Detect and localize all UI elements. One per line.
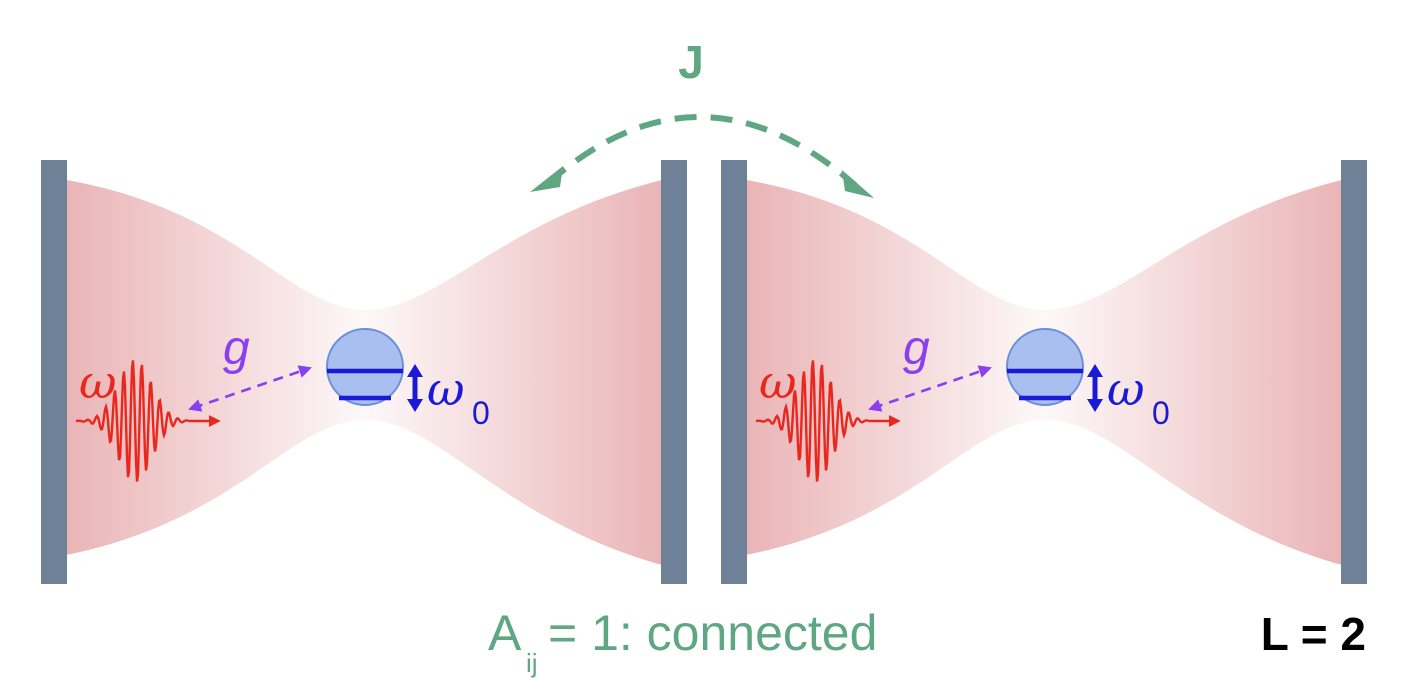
atom-transition-arrow (407, 364, 423, 412)
length-label: L = 2 (1261, 608, 1366, 660)
adjacency-subscript: ij (526, 648, 538, 678)
atom-frequency-label: ω (427, 362, 465, 416)
mirror-left (41, 160, 67, 584)
g-coupling-label: g (903, 322, 930, 375)
hopping-J: J (530, 36, 874, 198)
hopping-J-arrowhead-right (842, 170, 874, 198)
g-coupling-label: g (223, 322, 250, 375)
photon-wavepacket (755, 360, 871, 482)
atom-frequency-subscript: 0 (472, 395, 490, 431)
atom-transition-arrow (1087, 364, 1103, 412)
hopping-J-label: J (678, 36, 704, 88)
photon-wavepacket (75, 360, 191, 482)
mirror-right (1341, 160, 1367, 584)
hopping-J-arrowhead-left (530, 166, 563, 192)
atom-sphere (1006, 328, 1084, 406)
atom-frequency-label: ω (1107, 362, 1145, 416)
g-coupling-arrow (868, 365, 992, 412)
cavity-2: ω g ω 0 (721, 160, 1367, 584)
cavity-1: ω g ω 0 (41, 160, 687, 584)
hopping-J-arc (546, 114, 857, 188)
mirror-left (721, 160, 747, 584)
two-level-atom (1006, 328, 1084, 406)
adjacency-text: = 1: connected (548, 605, 877, 661)
adjacency-label: A (488, 605, 522, 661)
photon-frequency-label: ω (79, 355, 117, 409)
g-coupling-arrow (188, 365, 312, 412)
two-level-atom (326, 328, 404, 406)
atom-frequency-subscript: 0 (1152, 395, 1170, 431)
atom-sphere (326, 328, 404, 406)
photon-frequency-label: ω (759, 355, 797, 409)
mirror-right (661, 160, 687, 584)
